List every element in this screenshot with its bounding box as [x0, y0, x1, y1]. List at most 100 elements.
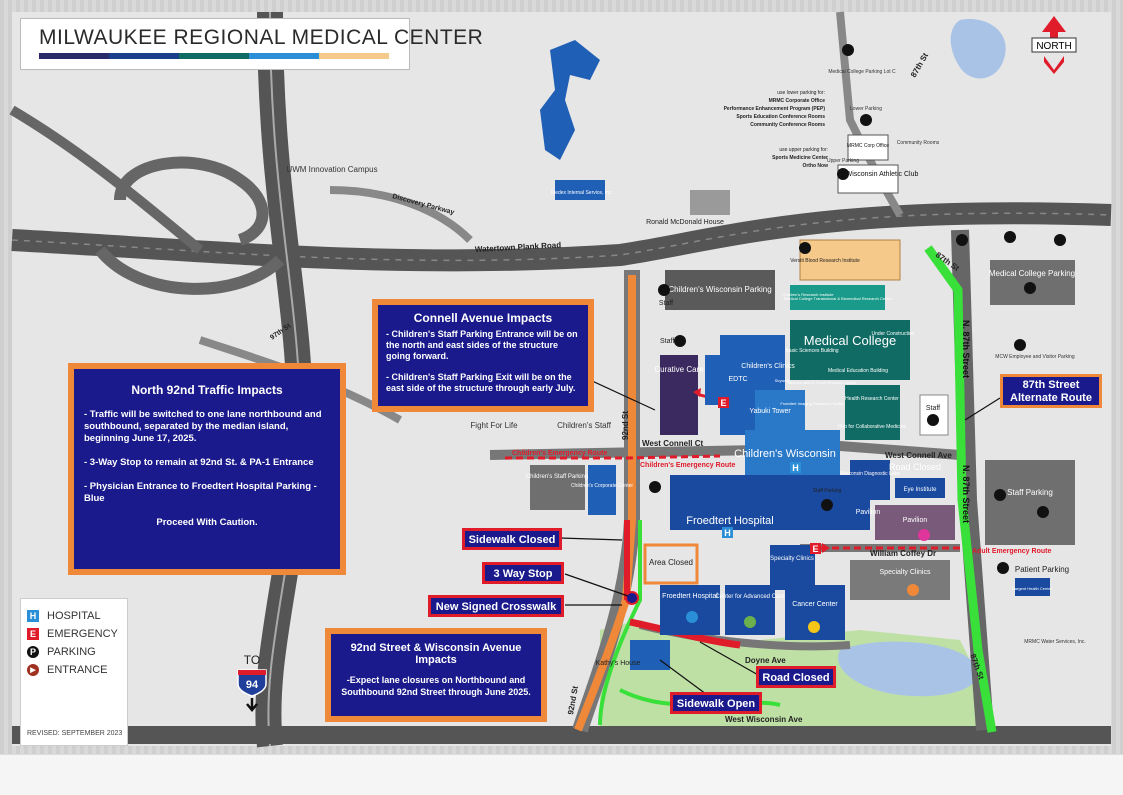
parking-icon — [821, 499, 833, 511]
specialty-clinics-building — [770, 545, 815, 590]
emergency-e-icon — [718, 397, 729, 408]
parking-icon — [842, 44, 854, 56]
legend-label-parking: PARKING — [47, 646, 96, 658]
label-pavilion: Pavilion — [856, 509, 881, 516]
er-arrow-icon — [693, 388, 701, 397]
interstate-shield-icon — [237, 669, 267, 697]
label-childrens-wisconsin: Children's Wisconsin — [734, 448, 836, 460]
map-title-box: MILWAUKEE REGIONAL MEDICAL CENTER — [20, 18, 483, 70]
area-closed-box — [643, 543, 699, 585]
label-uwm-campus: UWM Innovation Campus — [286, 165, 377, 174]
hospital-marker-froedtert: H — [722, 527, 733, 538]
emergency-marker-2: E — [810, 543, 821, 554]
label-road-closed-map: Road Closed — [889, 462, 941, 472]
callout-new-signed-crosswalk: New Signed Crosswalk — [428, 595, 564, 617]
pond — [838, 641, 978, 697]
parking-icon — [674, 335, 686, 347]
froedtert-parking-building — [660, 585, 720, 635]
label-childrens-staff-parking: Children's Staff Parking — [526, 474, 588, 480]
north-92nd-closing: Proceed With Caution. — [156, 517, 258, 528]
pointer-connell — [589, 379, 656, 411]
label-sargent: Sargent Health Center — [1012, 586, 1052, 591]
emergency-e-glyph: E — [720, 398, 726, 408]
parking-icon — [860, 114, 872, 126]
pointer-road-closed — [699, 641, 761, 677]
label-specialty-clinics: Specialty Clinics — [770, 556, 814, 562]
interchange-ramp-1 — [114, 156, 269, 246]
legend-label-emergency: EMERGENCY — [47, 628, 118, 640]
north-92nd-item-1: - Traffic will be switched to one lane n… — [84, 409, 322, 444]
label-upper-note-2: Ortho Now — [802, 163, 828, 169]
parking-icon — [686, 611, 698, 623]
label-curative-care: Curative Care — [654, 365, 704, 374]
label-mcw-employee: MCW Employee and Visitor Parking — [995, 354, 1075, 360]
interchange-ramp-3 — [9, 105, 204, 254]
pointer-sidewalk-closed — [559, 537, 623, 541]
parking-icon — [837, 168, 849, 180]
parking-icon — [658, 284, 670, 296]
label-william-coffey-dr: William Coffey Dr — [870, 549, 936, 558]
parking-icon — [994, 489, 1006, 501]
connell-heading: Connell Avenue Impacts — [413, 311, 553, 325]
label-mcw-parking: Medical College Parking — [989, 269, 1075, 278]
parking-icon — [1037, 506, 1049, 518]
label-community-rooms: Community Rooms — [897, 140, 940, 146]
legend-row-parking: P PARKING — [27, 643, 127, 661]
edtc-building — [705, 355, 745, 405]
label-lower-note-2: Performance Enhancement Program (PEP) — [724, 106, 826, 112]
north-arrow-icon — [1042, 16, 1066, 38]
mrmc-corp-building — [847, 134, 889, 161]
label-versiti: Versiti Blood Research Institute — [790, 258, 860, 264]
hospital-icon: H — [27, 610, 39, 622]
childrens-er-route-line — [505, 454, 721, 460]
legend-row-entrance: ▶ ENTRANCE — [27, 661, 127, 679]
interstate-number: 94 — [246, 679, 259, 691]
label-yabuki-tower: Yabuki Tower — [749, 408, 791, 415]
health-research-building — [845, 385, 900, 440]
label-mcw-lot-c: Medical College Parking Lot C — [828, 69, 896, 75]
parking-icon — [799, 242, 811, 254]
alt-route-line-1: 87th Street — [1022, 379, 1080, 391]
north-92nd-heading: North 92nd Traffic Impacts — [131, 383, 283, 397]
label-childrens-clinics: Children's Clinics — [741, 363, 795, 370]
label-adult-er-route: Adult Emergency Route — [972, 548, 1051, 555]
title-color-bar — [39, 53, 389, 59]
wisconsin-heading: 92nd Street & Wisconsin Avenue Impacts — [350, 642, 522, 666]
legend-revised: REVISED: SEPTEMBER 2023 — [27, 730, 123, 737]
label-wac: Wisconsin Athletic Club — [846, 171, 919, 178]
froedtert-hospital-building — [670, 475, 870, 530]
connell-item-1: - Children's Staff Parking Entrance will… — [386, 329, 578, 361]
label-med-ed: Medical Education Building — [828, 368, 888, 374]
label-mrmc-water: MRMC Water Services, Inc. — [1024, 639, 1086, 645]
parking-icon — [1054, 234, 1066, 246]
label-patient-parking: Patient Parking — [1015, 565, 1069, 574]
label-medical-college: Medical College — [804, 333, 897, 348]
medex-building — [540, 40, 600, 160]
callout-3-way-stop: 3 Way Stop — [482, 562, 564, 584]
callout-sidewalk-open: Sidewalk Open — [670, 692, 762, 714]
callout-road-closed: Road Closed — [756, 666, 836, 688]
legend-row-hospital: H HOSPITAL — [27, 607, 127, 625]
pointer-3way — [564, 573, 629, 597]
versiti-building — [799, 239, 901, 281]
label-n87-street: N. 87th Street — [961, 320, 971, 378]
hospital-marker-childrens: H — [790, 462, 801, 473]
north-chevron-icon — [1044, 56, 1064, 74]
label-92nd-st-upper: 92nd St — [621, 411, 630, 440]
label-edtc: EDTC — [728, 376, 747, 383]
emergency-icon: E — [27, 628, 39, 640]
label-upper-note-1: Sports Medicine Center — [772, 155, 828, 161]
parking-icon — [808, 621, 820, 633]
label-translational: Medical College Translational & Biomedic… — [784, 296, 893, 301]
label-west-wisconsin-ave: West Wisconsin Ave — [725, 715, 803, 724]
translational-building — [790, 285, 885, 310]
label-childrens-staff: Children's Staff — [557, 421, 612, 430]
rmh-building — [690, 190, 730, 215]
staff-parking-right-building — [985, 460, 1075, 545]
pointer-87th-alt — [964, 397, 1001, 421]
emergency-marker-1: E — [718, 397, 729, 408]
parking-icon: P — [27, 646, 39, 658]
label-staff-1: Staff — [659, 300, 673, 307]
discovery-parkway — [329, 186, 473, 243]
label-west-connell-ave: West Connell Ave — [885, 451, 952, 460]
